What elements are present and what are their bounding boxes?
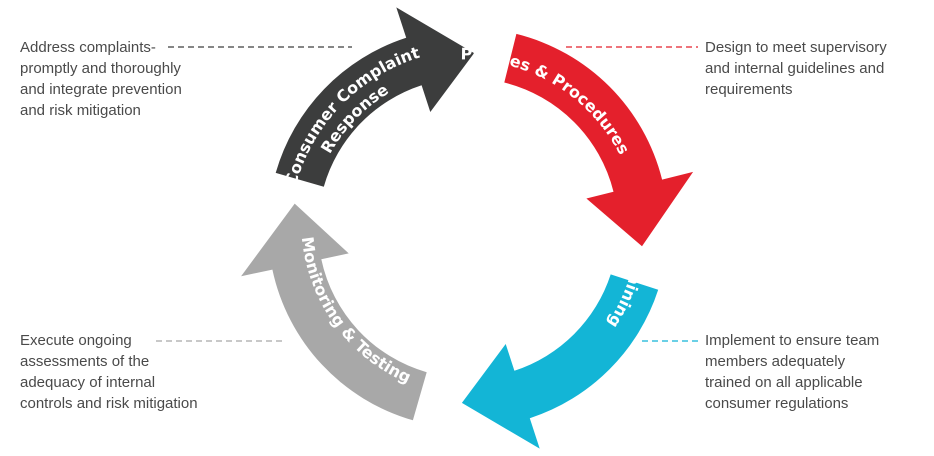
policies-description: Design to meet supervisory and internal … xyxy=(705,37,887,100)
complaint-arrow xyxy=(275,7,475,187)
description-line: promptly and thoroughly xyxy=(20,60,181,77)
description-line: and integrate prevention xyxy=(20,81,182,98)
description-line: Implement to ensure team xyxy=(705,332,880,349)
training-arrow xyxy=(461,274,659,449)
monitoring-arrow xyxy=(241,203,427,421)
training-description: Implement to ensure team members adequat… xyxy=(705,330,879,414)
description-line: controls and risk mitigation xyxy=(20,395,198,412)
description-line: consumer regulations xyxy=(705,395,849,412)
description-line: adequacy of internal xyxy=(20,374,156,391)
description-line: members adequately xyxy=(705,353,846,370)
description-line: Design to meet supervisory xyxy=(705,39,887,56)
policies-arrow xyxy=(504,33,694,247)
description-line: Execute ongoing xyxy=(20,332,132,349)
description-line: trained on all applicable xyxy=(705,374,863,391)
description-line: and internal guidelines and xyxy=(705,60,885,77)
complaint-description: Address complaints- promptly and thoroug… xyxy=(20,37,182,121)
monitoring-description: Execute ongoing assessments of the adequ… xyxy=(20,330,198,414)
description-line: and risk mitigation xyxy=(20,102,141,119)
description-line: requirements xyxy=(705,81,793,98)
description-line: assessments of the xyxy=(20,353,150,370)
description-line: Address complaints- xyxy=(20,39,156,56)
